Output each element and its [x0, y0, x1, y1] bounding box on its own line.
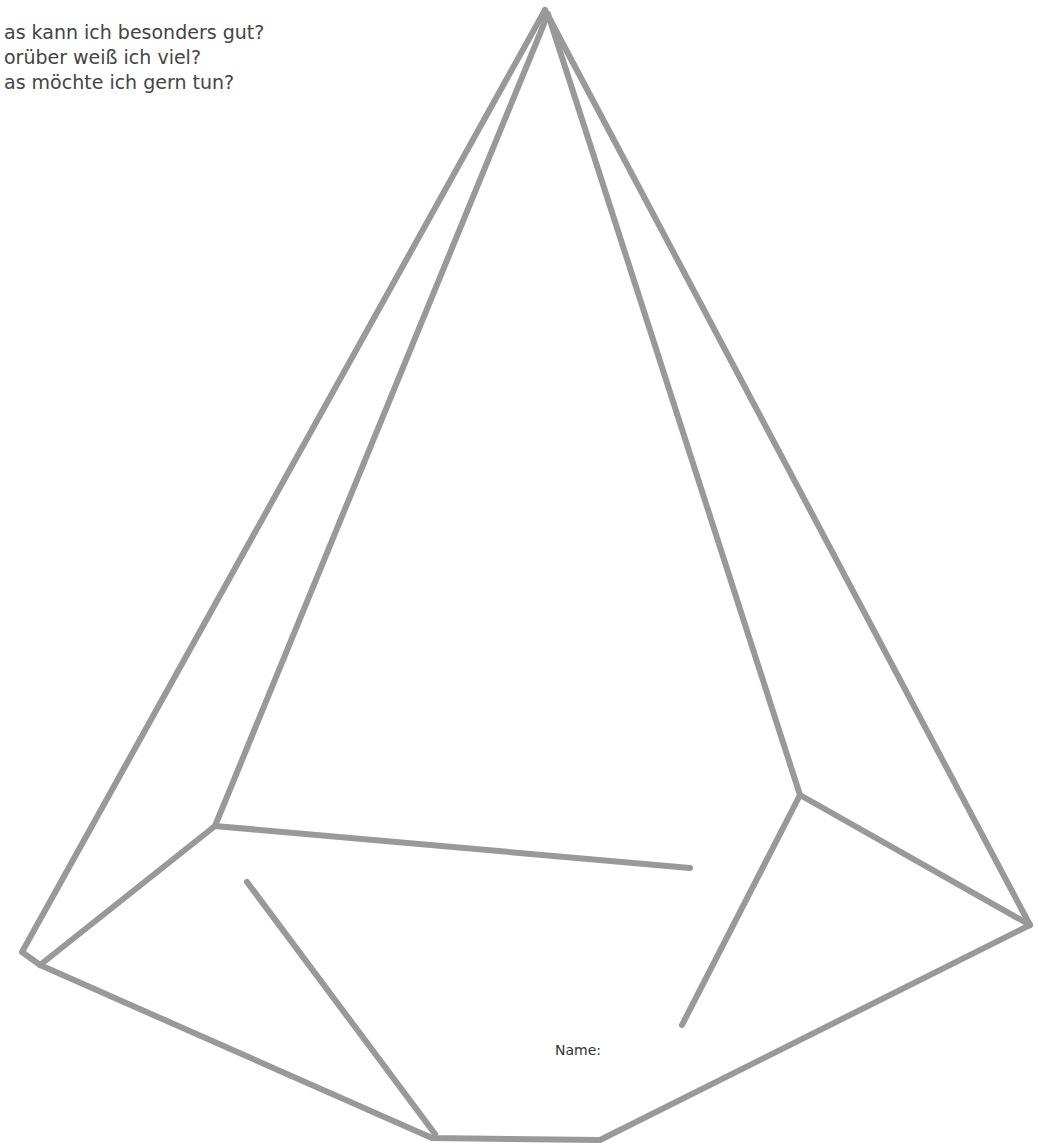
crystal-edge [40, 925, 1030, 1140]
crystal-edge [548, 14, 800, 795]
question-list: as kann ich besonders gut?orüber weiß ic… [4, 20, 264, 95]
crystal-edge [545, 10, 1030, 925]
crystal-edge [800, 795, 1030, 925]
question-text: orüber weiß ich viel? [4, 45, 264, 70]
crystal-edge [215, 14, 548, 826]
crystal-edge [40, 826, 690, 965]
question-text: as möchte ich gern tun? [4, 70, 264, 95]
question-text: as kann ich besonders gut? [4, 20, 264, 45]
crystal-edge [682, 795, 800, 1025]
crystal-edge [247, 882, 435, 1134]
name-field: Name: [555, 1042, 601, 1058]
crystal-edge [22, 10, 545, 965]
